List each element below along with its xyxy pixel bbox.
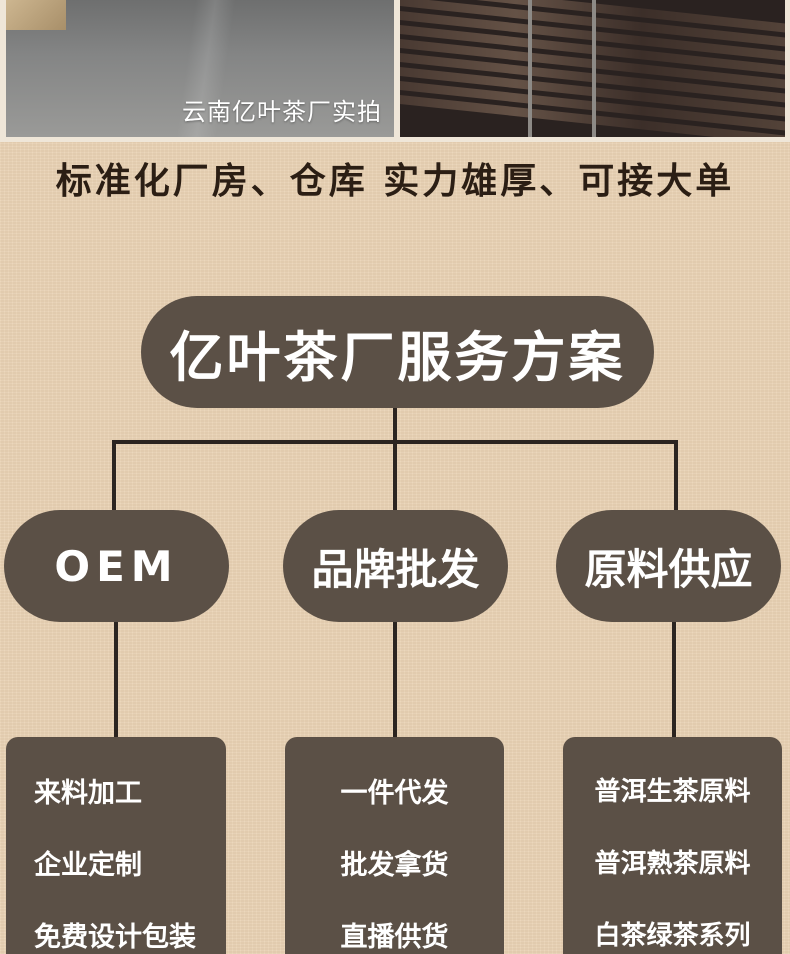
stacked-boxes-image: [6, 0, 66, 30]
raw-material-services-box: 普洱生茶原料 普洱熟茶原料 白茶绿茶系列: [563, 737, 782, 954]
list-item: 白茶绿茶系列: [594, 921, 751, 951]
list-item: 免费设计包装: [34, 922, 196, 953]
list-item: 普洱生茶原料: [594, 777, 751, 807]
warehouse-photo: 云南亿叶茶厂实拍: [6, 0, 394, 137]
photo-caption: 云南亿叶茶厂实拍: [182, 98, 382, 126]
factory-photo-strip: 云南亿叶茶厂实拍: [0, 0, 790, 142]
service-plan-title: 亿叶茶厂服务方案: [141, 296, 654, 408]
list-item: 一件代发: [340, 778, 449, 809]
category-oem: OEM: [4, 510, 229, 622]
connector-raw-box: [672, 622, 676, 737]
category-raw-material: 原料供应: [556, 510, 781, 622]
list-item: 企业定制: [34, 850, 142, 881]
connector-main-down: [393, 408, 397, 442]
list-item: 直播供货: [340, 922, 449, 953]
connector-brand-down: [393, 440, 397, 510]
connector-brand-box: [393, 622, 397, 737]
connector-raw-down: [674, 440, 678, 510]
oem-services-box: 来料加工 企业定制 免费设计包装: [6, 737, 226, 954]
list-item: 批发拿货: [340, 850, 449, 881]
list-item: 来料加工: [34, 778, 142, 809]
connector-oem-down: [112, 440, 116, 510]
list-item: 普洱熟茶原料: [594, 849, 751, 879]
brand-wholesale-services-box: 一件代发 批发拿货 直播供货: [285, 737, 504, 954]
category-brand-wholesale: 品牌批发: [283, 510, 508, 622]
connector-oem-box: [114, 622, 118, 737]
headline: 标准化厂房、仓库 实力雄厚、可接大单: [55, 161, 735, 202]
drying-rack-photo: [400, 0, 785, 137]
